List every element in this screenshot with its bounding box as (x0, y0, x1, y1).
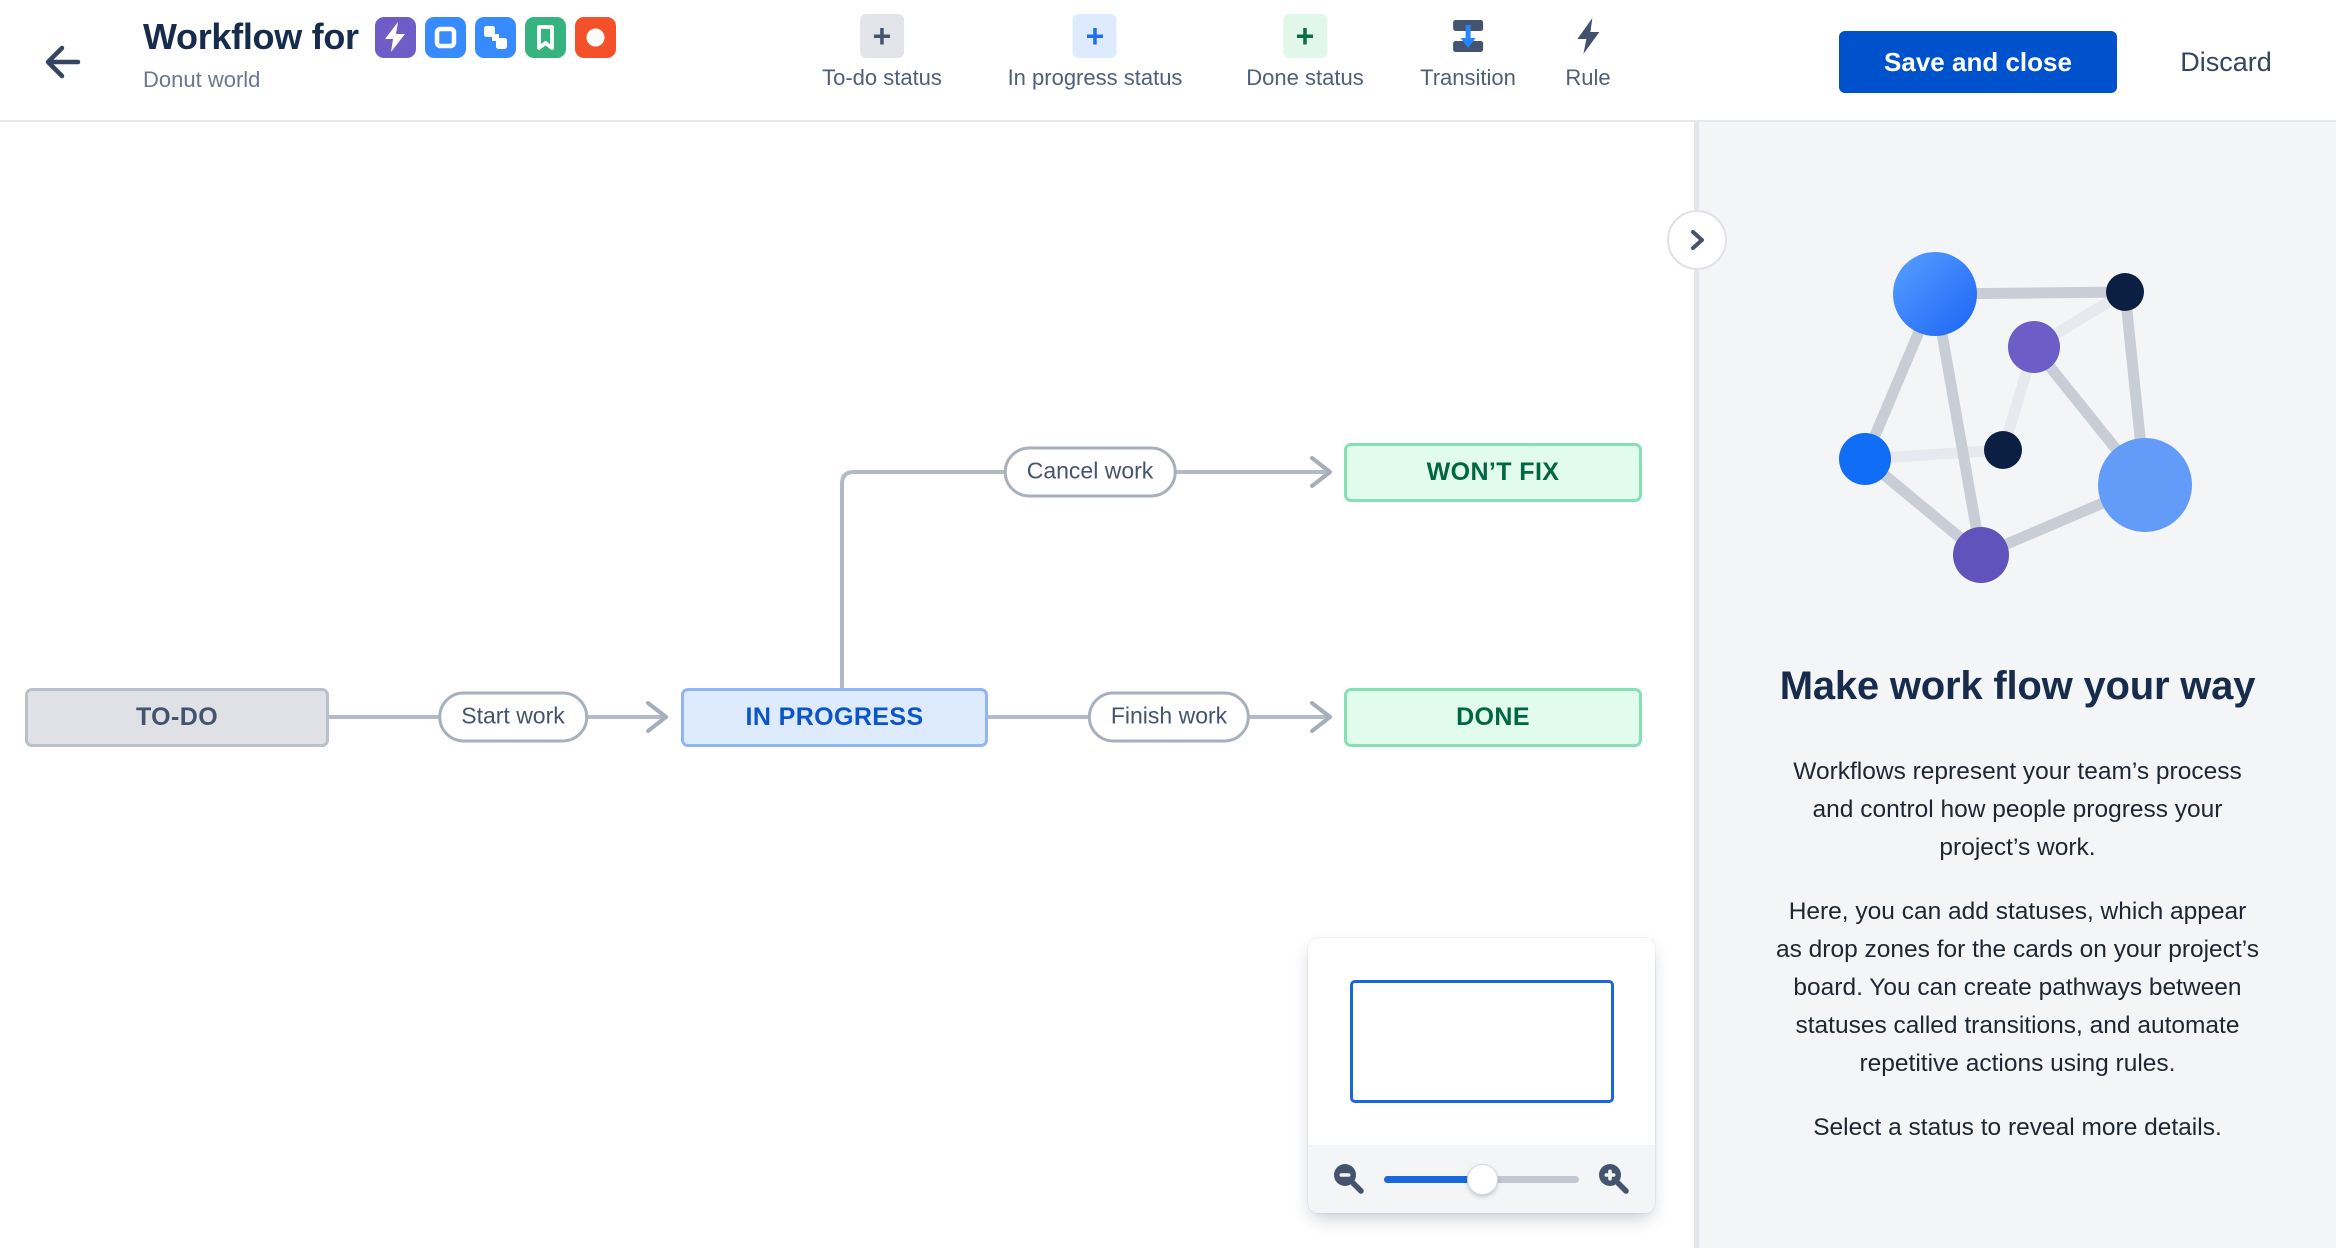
toolbar-label: Rule (1565, 65, 1611, 90)
toolbar-label: In progress status (1007, 65, 1183, 90)
transition-pill-finish-work[interactable]: Finish work (1087, 691, 1251, 743)
panel-divider (1694, 122, 1699, 1248)
zoom-slider-thumb[interactable] (1466, 1164, 1498, 1195)
toolbar-label: To-do status (822, 65, 942, 90)
zoom-controls (1308, 1145, 1655, 1213)
transition-label: Finish work (1110, 702, 1228, 729)
node-big-blue (1892, 252, 1977, 336)
panel-heading: Make work flow your way (1779, 664, 2256, 708)
plus-icon: + (860, 14, 904, 58)
status-node-wont-fix[interactable]: WON’T FIX (1344, 443, 1642, 502)
zoom-in-icon (1599, 1164, 1629, 1194)
blocks-icon (474, 16, 516, 58)
add-inprogress-status-button[interactable]: + In progress status (1007, 14, 1183, 91)
chevron-right-icon (1691, 230, 1704, 250)
transition-icon (1446, 14, 1490, 58)
transition-label: Start work (461, 702, 565, 729)
status-label: TO-DO (135, 703, 219, 731)
add-todo-status-button[interactable]: + To-do status (822, 14, 942, 91)
status-node-in-progress[interactable]: IN PROGRESS (681, 688, 988, 747)
network-illustration (1838, 252, 2192, 583)
bolt-icon (374, 16, 416, 58)
workflow-canvas[interactable]: TO-DO IN PROGRESS DONE WON’T FIX Start w… (0, 122, 1697, 1248)
transition-connectors (329, 456, 1332, 733)
minimap (1308, 938, 1655, 1213)
back-button[interactable] (38, 38, 86, 86)
status-node-todo[interactable]: TO-DO (25, 688, 329, 747)
toolbar-label: Transition (1420, 65, 1516, 90)
header: Workflow for (0, 0, 2336, 122)
minimap-viewport[interactable] (1350, 980, 1614, 1103)
add-rule-button[interactable]: Rule (1565, 14, 1611, 91)
discard-button[interactable]: Discard (2156, 31, 2296, 93)
collapse-panel-button[interactable] (1667, 210, 1727, 270)
transition-pill-start-work[interactable]: Start work (438, 691, 588, 743)
project-icon-row (374, 16, 616, 58)
panel-paragraph: Workflows represent your team’s process … (1793, 758, 2242, 861)
back-arrow-icon (45, 45, 81, 79)
page-title: Workflow for (143, 16, 359, 57)
bookmark-icon (524, 16, 566, 58)
title-block: Workflow for (143, 16, 616, 93)
zoom-out-button[interactable] (1330, 1160, 1368, 1198)
zoom-slider[interactable] (1384, 1160, 1579, 1198)
toolbar-label: Done status (1246, 65, 1364, 90)
plus-icon: + (1073, 14, 1117, 58)
zoom-out-icon (1334, 1164, 1364, 1194)
project-name: Donut world (143, 67, 261, 92)
circle-icon (574, 16, 616, 58)
zoom-in-button[interactable] (1595, 1160, 1633, 1198)
add-done-status-button[interactable]: + Done status (1246, 14, 1364, 91)
lightning-icon (1566, 14, 1610, 58)
zoom-slider-fill (1384, 1176, 1482, 1183)
add-transition-button[interactable]: Transition (1420, 14, 1516, 91)
status-label: WON’T FIX (1426, 458, 1560, 486)
square-icon (424, 16, 466, 58)
panel-paragraph: Here, you can add statuses, which appear… (1775, 898, 2259, 1077)
status-label: DONE (1456, 703, 1530, 731)
plus-icon: + (1283, 14, 1327, 58)
status-node-done[interactable]: DONE (1344, 688, 1642, 747)
save-and-close-button[interactable]: Save and close (1839, 31, 2117, 93)
transition-pill-cancel-work[interactable]: Cancel work (1003, 446, 1177, 498)
info-panel: Make work flow your way Workflows repres… (1699, 122, 2336, 1248)
transition-label: Cancel work (1026, 457, 1154, 484)
panel-paragraph: Select a status to reveal more details. (1813, 1114, 2222, 1141)
status-label: IN PROGRESS (745, 703, 924, 731)
